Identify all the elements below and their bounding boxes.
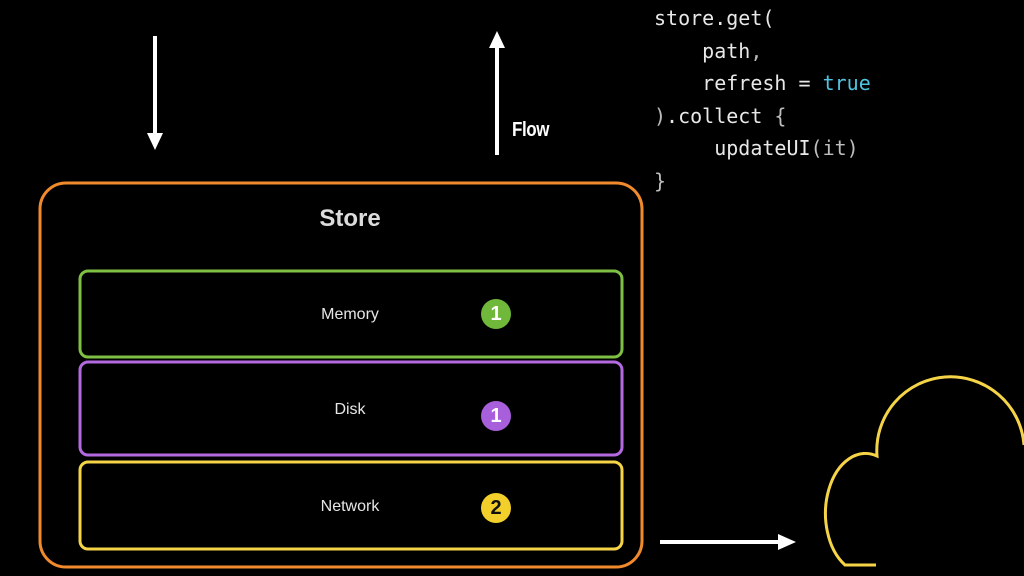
store-title: Store	[319, 205, 381, 232]
code-line-4-punct: )	[654, 103, 667, 128]
code-line-3: refresh =	[702, 71, 823, 95]
memory-label: Memory	[321, 306, 379, 323]
code-line-2: path	[702, 38, 751, 63]
code-line-2-indent	[654, 39, 702, 63]
memory-badge: 1	[481, 299, 511, 329]
code-line-3-value: true	[822, 71, 871, 95]
code-line-5-args: (it)	[810, 136, 859, 160]
arrow-up-icon	[489, 31, 505, 155]
code-snippet: store.get( path, refresh = true ).collec…	[654, 2, 871, 197]
disk-badge: 1	[481, 401, 511, 431]
code-line-6: }	[654, 168, 667, 193]
cloud-icon	[824, 375, 1024, 567]
arrow-down-icon	[147, 36, 163, 150]
code-line-5: updateUI	[714, 136, 811, 160]
code-line-5-indent	[654, 136, 714, 160]
disk-label: Disk	[334, 401, 366, 418]
code-line-1: store.get(	[654, 6, 775, 30]
store-container	[38, 181, 644, 569]
network-badge: 2	[481, 493, 511, 523]
network-label: Network	[320, 498, 380, 515]
code-line-4: .collect	[666, 103, 775, 128]
network-layer-box	[78, 460, 624, 551]
flow-label: Flow	[512, 119, 550, 141]
code-line-3-indent	[654, 71, 702, 95]
arrow-right-icon	[660, 534, 796, 550]
code-line-4-brace: {	[774, 103, 787, 128]
memory-layer-box	[78, 269, 624, 359]
disk-layer-box	[78, 360, 624, 457]
code-line-2-punct: ,	[750, 38, 763, 63]
